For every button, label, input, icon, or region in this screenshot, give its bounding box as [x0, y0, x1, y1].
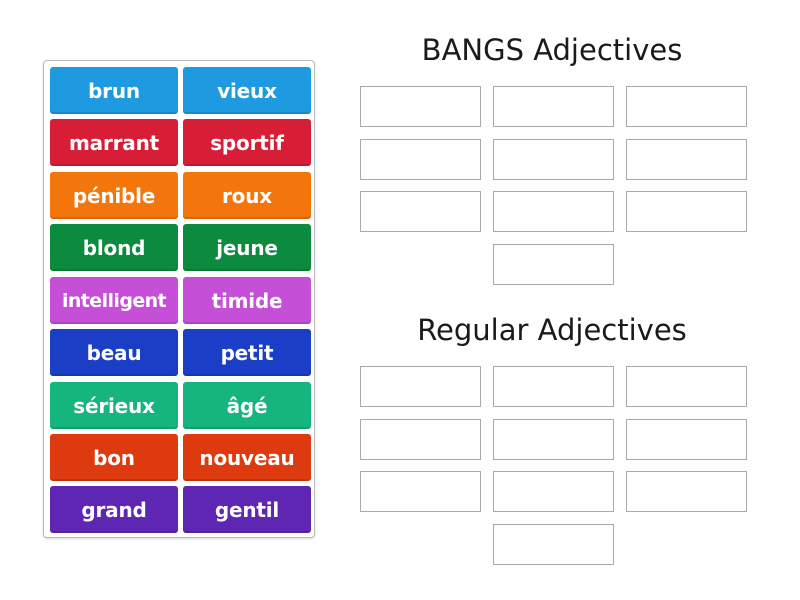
bangs-dropzone-1[interactable] [360, 86, 481, 127]
regular-dropzone-8[interactable] [493, 471, 614, 512]
word-tile-roux[interactable]: roux [183, 172, 311, 219]
word-tile-intelligent[interactable]: intelligent [50, 277, 178, 324]
regular-dropzone-9[interactable] [626, 471, 747, 512]
word-tile-nouveau[interactable]: nouveau [183, 434, 311, 481]
regular-dropzone-2[interactable] [493, 366, 614, 407]
regular-dropzone-7[interactable] [360, 471, 481, 512]
bangs-dropzone-8[interactable] [493, 191, 614, 232]
bangs-dropzone-9[interactable] [626, 191, 747, 232]
word-tile-blond[interactable]: blond [50, 224, 178, 271]
regular-dropzone-1[interactable] [360, 366, 481, 407]
bangs-dropzone-7[interactable] [360, 191, 481, 232]
regular-dropzone-5[interactable] [493, 419, 614, 460]
word-tile-timide[interactable]: timide [183, 277, 311, 324]
word-tile-age[interactable]: âgé [183, 382, 311, 429]
word-tile-serieux[interactable]: sérieux [50, 382, 178, 429]
regular-dropzone-4[interactable] [360, 419, 481, 460]
group-title-regular: Regular Adjectives [417, 313, 687, 347]
word-tile-sportif[interactable]: sportif [183, 119, 311, 166]
group-title-bangs: BANGS Adjectives [421, 33, 683, 67]
word-tile-marrant[interactable]: marrant [50, 119, 178, 166]
regular-dropzone-6[interactable] [626, 419, 747, 460]
bangs-dropzone-10[interactable] [493, 244, 614, 285]
bangs-dropzone-2[interactable] [493, 86, 614, 127]
word-tile-brun[interactable]: brun [50, 67, 178, 114]
word-tile-jeune[interactable]: jeune [183, 224, 311, 271]
word-tile-petit[interactable]: petit [183, 329, 311, 376]
regular-dropzone-3[interactable] [626, 366, 747, 407]
word-tile-gentil[interactable]: gentil [183, 486, 311, 533]
word-tile-penible[interactable]: pénible [50, 172, 178, 219]
word-tile-panel: brun vieux marrant sportif pénible roux … [43, 60, 315, 538]
regular-dropzone-10[interactable] [493, 524, 614, 565]
bangs-dropzone-4[interactable] [360, 139, 481, 180]
word-tile-beau[interactable]: beau [50, 329, 178, 376]
word-tile-vieux[interactable]: vieux [183, 67, 311, 114]
bangs-dropzone-5[interactable] [493, 139, 614, 180]
bangs-dropzone-3[interactable] [626, 86, 747, 127]
bangs-dropzone-6[interactable] [626, 139, 747, 180]
word-tile-bon[interactable]: bon [50, 434, 178, 481]
word-tile-grand[interactable]: grand [50, 486, 178, 533]
